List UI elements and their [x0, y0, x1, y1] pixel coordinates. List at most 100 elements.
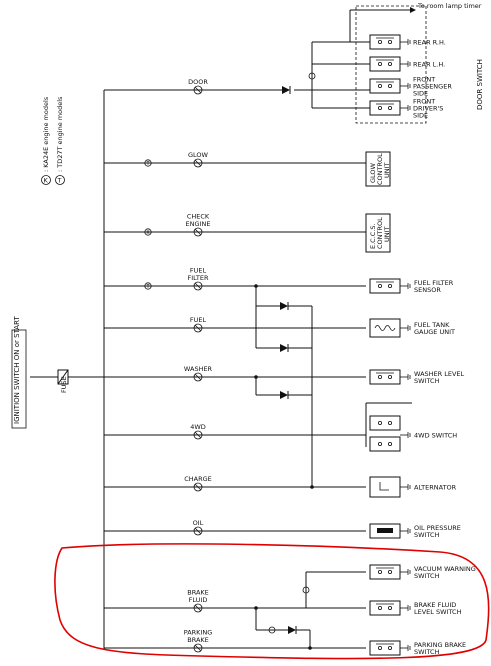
indicator-label: WASHER [184, 365, 213, 373]
indicator-door: DOOR [188, 78, 208, 95]
lamp-icon [193, 227, 203, 237]
door-switch-label: REAR R.H. [413, 39, 446, 47]
device-label: SWITCH [414, 572, 440, 580]
legend-entry-ka24e: K : KA24E engine models [41, 96, 51, 185]
lamp-icon [193, 643, 203, 653]
lamp-icon [193, 603, 203, 613]
indicator-lamps: DOORGLOWTCHECKENGINEKFUELFILTERTFUELWASH… [144, 78, 213, 653]
indicator-label: PARKING [184, 629, 213, 637]
switch-contact-icon [377, 606, 382, 611]
device-label: SWITCH [414, 648, 440, 656]
switch-contact-icon [377, 374, 382, 379]
door-switches: REAR R.H.REAR L.H.FRONTPASSENGERSIDEFRON… [369, 34, 452, 120]
switch-contact-icon [377, 283, 382, 288]
indicator-label: CHARGE [184, 475, 212, 483]
glow-control-unit: GLOW CONTROL UNIT [365, 151, 391, 187]
engine-legend: K : KA24E engine models T : TD27T engine… [41, 96, 65, 185]
legend-text-td27t: : TD27T engine models [56, 96, 64, 172]
door-switch-label: DRIVER'S [413, 105, 443, 113]
lamp-icon [193, 526, 203, 536]
indicator-label: FUEL [190, 316, 207, 324]
legend-mark-k: K [44, 177, 49, 185]
lamp-icon [193, 323, 203, 333]
device-label: GAUGE UNIT [414, 328, 455, 336]
glow-unit-line-2: CONTROL [376, 153, 384, 185]
indicator-washer: WASHER [184, 365, 213, 382]
device-label: VACUUM WARNING [414, 565, 476, 573]
indicator-label: BRAKE [187, 589, 209, 597]
eccs-unit-line-2: CONTROL [376, 217, 384, 249]
indicator-label: 4WD [190, 423, 206, 431]
lamp-icon [193, 482, 203, 492]
device-label: 4WD SWITCH [414, 432, 457, 440]
indicator-oil: OIL [193, 519, 204, 536]
indicator-label: CHECK [187, 213, 210, 221]
door-switch-label: PASSENGER [413, 83, 452, 91]
indicator-label: FILTER [188, 274, 209, 282]
switch-contact-icon [377, 570, 382, 575]
door-switch-label: SIDE [413, 112, 428, 120]
lamp-icon [193, 430, 203, 440]
indicator-fuel: FUEL [190, 316, 207, 333]
eccs-unit-line-1: E.C.C.S. [369, 223, 377, 249]
indicator-charge: CHARGE [184, 475, 212, 492]
door-switch-label: FRONT [413, 98, 435, 106]
legend-text-ka24e: : KA24E engine models [42, 96, 50, 172]
door-switch-label: REAR L.H. [413, 61, 445, 69]
fuse-label: FUSE [60, 376, 68, 393]
engine-marker-icon [144, 159, 152, 167]
engine-marker-label: T [145, 284, 150, 290]
eccs-control-unit: E.C.C.S. CONTROL UNIT [365, 213, 391, 253]
ignition-switch-label: IGNITION SWITCH ON or START [13, 316, 21, 424]
indicator-label: FUEL [190, 267, 207, 275]
device-alternator: ALTERNATOR [369, 476, 457, 498]
device-label: SENSOR [414, 286, 441, 294]
indicator-label: GLOW [188, 151, 209, 159]
indicator-label: OIL [193, 519, 204, 527]
indicator-label: BRAKE [187, 636, 209, 644]
device-label: OIL PRESSURE [414, 524, 461, 532]
switch-contact-icon [377, 646, 382, 651]
door-switch-rear-l-h: REAR L.H. [369, 56, 445, 72]
indicator-4wd: 4WD [190, 423, 206, 440]
indicator-label: FLUID [189, 596, 208, 604]
device-label: LEVEL SWITCH [414, 608, 462, 616]
lamp-icon [193, 372, 203, 382]
indicator-glow: GLOW T [144, 151, 209, 168]
eccs-unit-line-3: UNIT [383, 226, 391, 242]
engine-marker-label: T [145, 161, 150, 167]
indicator-label: ENGINE [186, 220, 211, 228]
alternator-icon [379, 482, 389, 491]
pressure-switch-icon [377, 528, 393, 533]
lamp-icon [193, 158, 203, 168]
device-label: FUEL TANK [414, 321, 450, 329]
device-label: FUEL FILTER [414, 279, 454, 287]
door-switch-rear-r-h: REAR R.H. [369, 34, 446, 50]
lamp-icon [193, 85, 203, 95]
device-label: SWITCH [414, 531, 440, 539]
resistor-icon [374, 325, 396, 331]
device-label: WASHER LEVEL [414, 370, 465, 378]
static-labels: To room lamp timer IGNITION SWITCH ON or… [11, 2, 484, 429]
device-label: SWITCH [414, 377, 440, 385]
device-4wd-switch: 4WD SWITCH [369, 415, 457, 452]
door-switch-group-label: DOOR SWITCH [476, 59, 484, 110]
lamp-note: To room lamp timer [417, 2, 482, 10]
red-annotation-outline [54, 543, 490, 660]
device-label: PARKING BRAKE [414, 641, 466, 649]
door-switch-bracket [355, 5, 427, 124]
